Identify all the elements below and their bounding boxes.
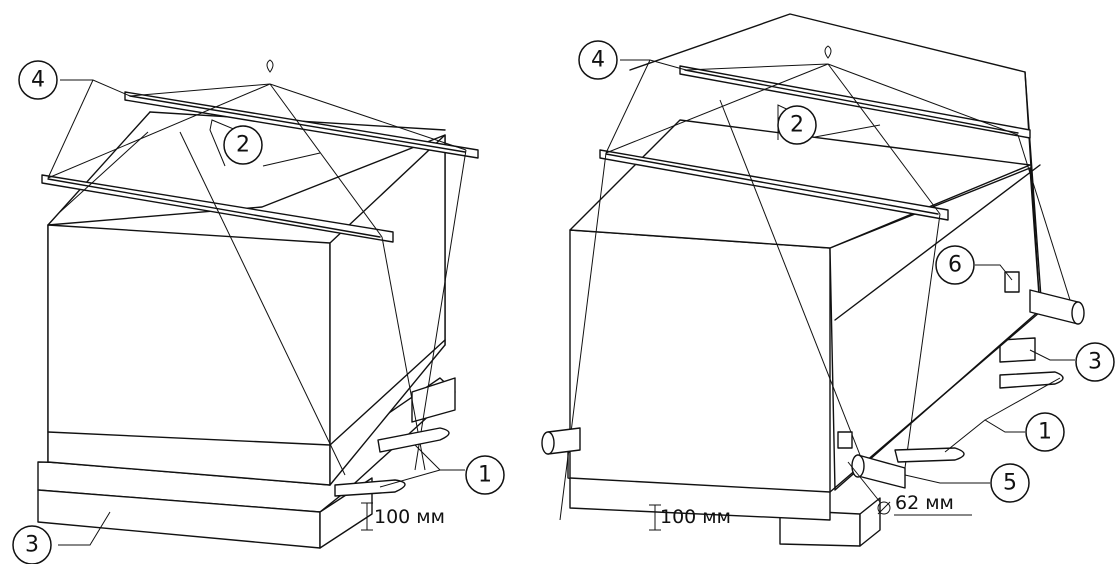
right-pallet-block-rear — [999, 337, 1036, 363]
left-box — [47, 111, 446, 486]
right-callout-2-label: 2 — [790, 113, 804, 138]
right-pipes — [541, 289, 1085, 489]
right-callout-3-label: 3 — [1088, 350, 1102, 375]
left-pallet — [37, 377, 456, 549]
right-callout-2: 2 — [777, 105, 817, 145]
right-callout-3: 3 — [1075, 342, 1115, 382]
right-view: 100 мм 62 мм 4 2 — [541, 13, 1115, 547]
right-callout-5: 5 — [990, 463, 1030, 503]
left-leaders — [47, 79, 465, 546]
right-forks — [894, 371, 1064, 463]
right-box — [569, 119, 1041, 521]
left-view: 100 мм 4 2 1 3 — [12, 59, 505, 564]
right-callout-6-label: 6 — [948, 253, 962, 278]
right-callout-4-label: 4 — [591, 48, 605, 73]
right-height-label: 100 мм — [660, 506, 731, 528]
right-side-marker — [837, 431, 853, 449]
right-pipe-rear — [1029, 289, 1079, 325]
left-callout-2-label: 2 — [236, 133, 250, 158]
right-spreader-bars — [599, 65, 1031, 221]
pipe-diameter-label: 62 мм — [895, 492, 954, 514]
right-callout-1: 1 — [1025, 412, 1065, 452]
right-callout-4: 4 — [578, 40, 618, 80]
left-pallet-rear-block — [411, 377, 456, 423]
right-callout-5-label: 5 — [1003, 471, 1017, 496]
right-label-plate — [1004, 271, 1020, 293]
left-box-side — [329, 134, 446, 486]
left-forks — [334, 427, 450, 497]
left-callout-1-label: 1 — [478, 463, 492, 488]
left-slings — [47, 59, 467, 476]
left-height-label: 100 мм — [374, 506, 445, 528]
right-slings — [559, 45, 1071, 521]
left-callout-3-label: 3 — [25, 533, 39, 558]
right-height-dimension: 100 мм — [649, 504, 731, 531]
left-callout-4-label: 4 — [31, 68, 45, 93]
left-callout-2: 2 — [223, 125, 263, 165]
pipe-diameter-dimension: 62 мм — [847, 461, 972, 516]
left-height-dimension: 100 мм — [361, 502, 445, 531]
left-callout-3: 3 — [12, 525, 52, 564]
left-callout-1: 1 — [465, 455, 505, 495]
right-callout-1-label: 1 — [1038, 420, 1052, 445]
left-callout-4: 4 — [18, 60, 58, 100]
right-callout-6: 6 — [935, 245, 975, 285]
